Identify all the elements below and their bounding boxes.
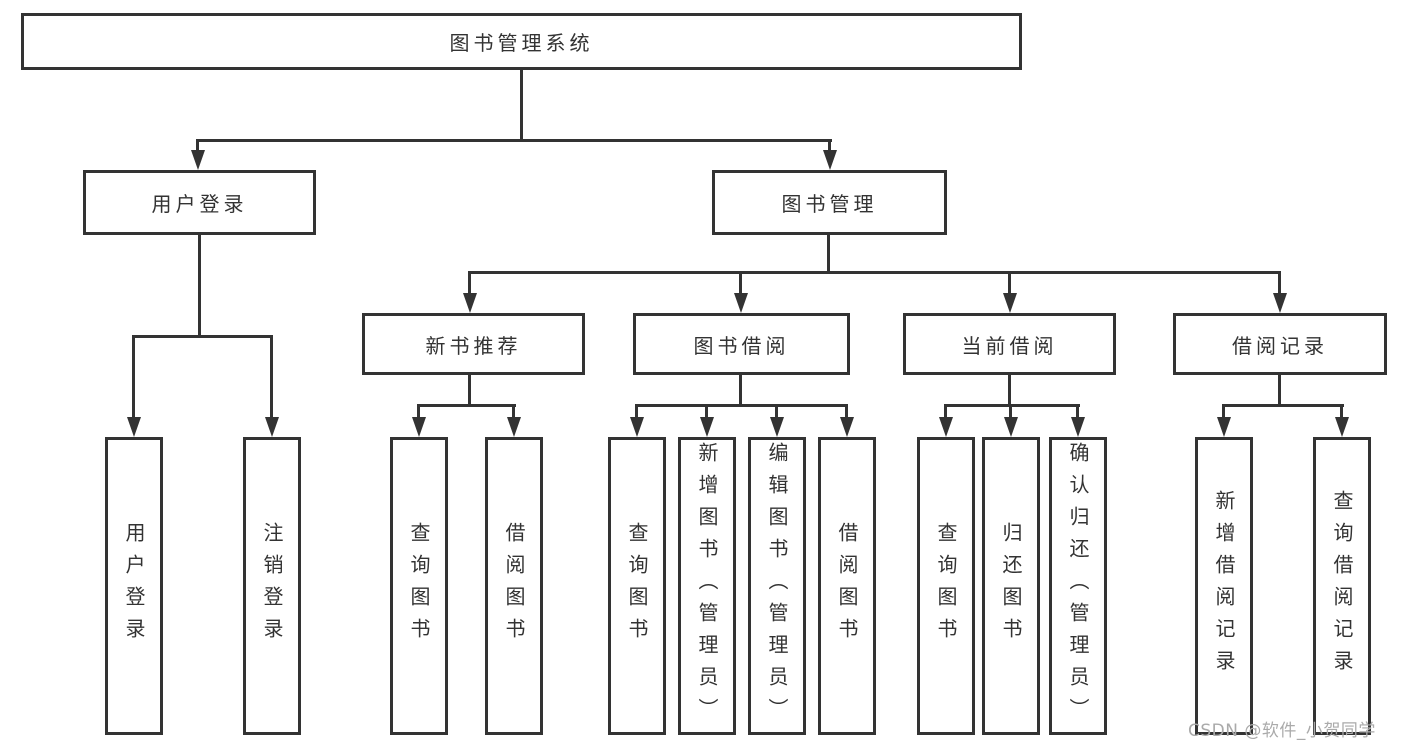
connector-line — [1340, 404, 1343, 419]
connector-line — [739, 372, 742, 407]
arrow-head-icon — [770, 417, 784, 437]
connector-line — [827, 232, 830, 274]
arrow-head-icon — [1004, 417, 1018, 437]
connector-line — [1222, 404, 1344, 407]
arrow-head-icon — [734, 293, 748, 313]
connector-line — [775, 404, 778, 419]
node-label: 新书推荐 — [425, 333, 522, 358]
arrow-head-icon — [840, 417, 854, 437]
arrow-head-icon — [1273, 293, 1287, 313]
leaf-label: 新增图书（管理员） — [695, 442, 719, 730]
leaf-query-books-3: 查询图书 — [917, 437, 975, 735]
leaf-query-borrow-record: 查询借阅记录 — [1313, 437, 1371, 735]
leaf-query-books-2: 查询图书 — [608, 437, 666, 735]
leaf-label: 编辑图书（管理员） — [765, 442, 789, 730]
leaf-label: 查询图书 — [625, 522, 649, 650]
arrow-head-icon — [1071, 417, 1085, 437]
leaf-add-borrow-record: 新增借阅记录 — [1195, 437, 1253, 735]
leaf-user-login: 用户登录 — [105, 437, 163, 735]
leaf-query-books-1: 查询图书 — [390, 437, 448, 735]
connector-line — [196, 139, 199, 152]
connector-line — [1009, 404, 1012, 419]
arrow-head-icon — [1335, 417, 1349, 437]
leaf-label: 归还图书 — [999, 522, 1023, 650]
arrow-head-icon — [1003, 293, 1017, 313]
node-current-borrowing: 当前借阅 — [903, 313, 1116, 375]
connector-line — [417, 404, 516, 407]
leaf-label: 新增借阅记录 — [1212, 490, 1236, 682]
connector-line — [132, 335, 273, 338]
connector-line — [198, 232, 201, 338]
arrow-head-icon — [463, 293, 477, 313]
connector-line — [468, 271, 1281, 274]
leaf-add-book-admin: 新增图书（管理员） — [678, 437, 736, 735]
connector-line — [1222, 404, 1225, 419]
arrow-head-icon — [265, 417, 279, 437]
connector-line — [1008, 271, 1011, 295]
node-book-borrowing: 图书借阅 — [633, 313, 850, 375]
node-label: 用户登录 — [151, 192, 248, 216]
connector-line — [1076, 404, 1079, 419]
connector-line — [635, 404, 638, 419]
connector-line — [1008, 372, 1011, 407]
node-label: 图书借阅 — [693, 333, 790, 358]
connector-line — [417, 404, 420, 419]
leaf-label: 查询借阅记录 — [1330, 490, 1354, 682]
arrow-head-icon — [191, 150, 205, 170]
connector-line — [635, 404, 848, 407]
connector-line — [1278, 271, 1281, 295]
connector-line — [468, 372, 471, 407]
leaf-label: 借阅图书 — [502, 522, 526, 650]
leaf-label: 查询图书 — [407, 522, 431, 650]
leaf-borrow-books-1: 借阅图书 — [485, 437, 543, 735]
connector-line — [1278, 372, 1281, 407]
leaf-return-book: 归还图书 — [982, 437, 1040, 735]
leaf-label: 查询图书 — [934, 522, 958, 650]
arrow-head-icon — [939, 417, 953, 437]
watermark: CSDN @软件_小贺同学 — [1188, 721, 1376, 741]
arrow-head-icon — [412, 417, 426, 437]
connector-line — [132, 335, 135, 419]
leaf-edit-book-admin: 编辑图书（管理员） — [748, 437, 806, 735]
connector-line — [520, 67, 523, 142]
leaf-label: 借阅图书 — [835, 522, 859, 650]
arrow-head-icon — [127, 417, 141, 437]
connector-line — [944, 404, 947, 419]
connector-line — [270, 335, 273, 419]
arrow-head-icon — [823, 150, 837, 170]
node-label: 图书管理系统 — [449, 31, 594, 55]
connector-line — [845, 404, 848, 419]
node-user-login: 用户登录 — [83, 170, 316, 235]
node-label: 借阅记录 — [1232, 333, 1328, 358]
arrow-head-icon — [700, 417, 714, 437]
connector-line — [468, 271, 471, 295]
node-borrowing-records: 借阅记录 — [1173, 313, 1387, 375]
node-label: 当前借阅 — [961, 333, 1058, 358]
arrow-head-icon — [1217, 417, 1231, 437]
node-new-book-recommendation: 新书推荐 — [362, 313, 585, 375]
connector-line — [705, 404, 708, 419]
connector-line — [739, 271, 742, 295]
arrow-head-icon — [630, 417, 644, 437]
arrow-head-icon — [507, 417, 521, 437]
connector-line — [944, 404, 1080, 407]
node-library-management-system: 图书管理系统 — [21, 13, 1022, 70]
connector-line — [512, 404, 515, 419]
connector-line — [196, 139, 832, 142]
connector-line — [828, 139, 831, 152]
leaf-borrow-books-2: 借阅图书 — [818, 437, 876, 735]
leaf-confirm-return-admin: 确认归还（管理员） — [1049, 437, 1107, 735]
leaf-label: 注销登录 — [260, 522, 284, 650]
node-label: 图书管理 — [781, 192, 878, 216]
leaf-label: 用户登录 — [122, 522, 146, 650]
node-book-management: 图书管理 — [712, 170, 947, 235]
leaf-logout: 注销登录 — [243, 437, 301, 735]
leaf-label: 确认归还（管理员） — [1066, 442, 1090, 730]
